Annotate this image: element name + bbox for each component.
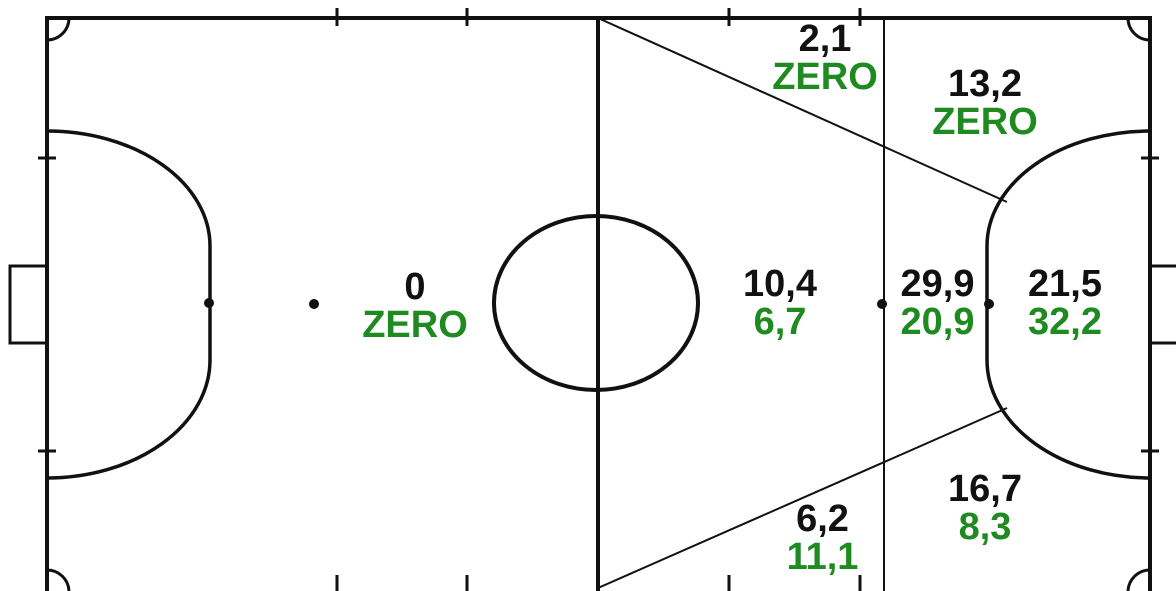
zone-top-wing-outer: 13,2 ZERO	[910, 65, 1060, 141]
zone-penalty-area-primary: 21,5	[1028, 263, 1102, 305]
zone-top-wing-outer-primary: 13,2	[948, 63, 1022, 105]
zone-bottom-wing-outer: 16,7 8,3	[925, 470, 1045, 546]
zone-top-wing-outer-secondary: ZERO	[932, 101, 1038, 143]
corner-arc-bottom-left	[46, 568, 71, 591]
zone-mid-attack: 10,4 6,7	[715, 265, 845, 341]
zone-central-primary: 29,9	[900, 263, 975, 305]
zone-central-secondary: 20,9	[900, 301, 975, 343]
corner-arc-top-right	[1126, 17, 1151, 42]
zone-central: 29,9 20,9	[885, 265, 990, 341]
zone-top-wing-inner: 2,1 ZERO	[755, 20, 895, 96]
right-penalty-mark	[984, 299, 994, 309]
zone-bottom-wing-outer-primary: 16,7	[948, 468, 1022, 510]
zone-bottom-wing-inner-secondary: 11,1	[786, 536, 859, 578]
zone-top-wing-inner-secondary: ZERO	[772, 56, 878, 98]
zone-top-wing-inner-primary: 2,1	[798, 18, 852, 60]
right-goal	[1148, 264, 1176, 345]
zone-bottom-wing-inner-primary: 6,2	[796, 498, 849, 540]
zone-bottom-wing-inner: 6,2 11,1	[760, 500, 885, 576]
corner-arc-bottom-right	[1126, 568, 1151, 591]
center-circle	[492, 214, 700, 392]
zone-own-half-secondary: ZERO	[362, 304, 468, 346]
left-goal	[8, 264, 49, 345]
zone-own-half: 0 ZERO	[335, 268, 495, 344]
right-second-penalty-mark	[877, 299, 887, 309]
zone-bottom-wing-outer-secondary: 8,3	[958, 506, 1012, 548]
zone-mid-attack-primary: 10,4	[743, 263, 817, 305]
left-penalty-mark	[204, 298, 214, 308]
zone-divider-top	[597, 17, 1008, 203]
corner-arc-top-left	[46, 17, 71, 42]
zone-divider-bottom	[597, 407, 1008, 589]
zone-penalty-area-secondary: 32,2	[1028, 301, 1102, 343]
zone-penalty-area: 21,5 32,2	[1005, 265, 1125, 341]
zone-mid-attack-secondary: 6,7	[753, 301, 807, 343]
left-penalty-area	[46, 129, 212, 480]
zone-own-half-primary: 0	[404, 266, 426, 308]
left-second-penalty-mark	[309, 299, 319, 309]
tick-marks	[38, 8, 1159, 591]
